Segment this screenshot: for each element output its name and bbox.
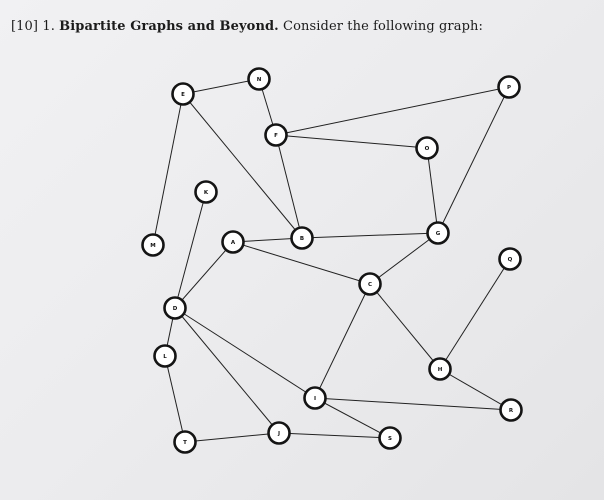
edge-i-s bbox=[314, 397, 391, 439]
edge-i-r bbox=[314, 397, 512, 411]
node-i: I bbox=[303, 386, 327, 410]
edge-c-i bbox=[314, 283, 371, 399]
node-k: K bbox=[194, 180, 218, 204]
edge-a-c bbox=[232, 241, 371, 285]
edge-e-b bbox=[182, 93, 303, 239]
edge-f-b bbox=[275, 134, 303, 239]
node-circle bbox=[497, 75, 521, 99]
edge-h-r bbox=[439, 368, 512, 411]
node-circle bbox=[415, 136, 439, 160]
edge-g-c bbox=[369, 232, 439, 285]
edge-f-o bbox=[275, 134, 428, 149]
node-circle bbox=[141, 233, 165, 257]
node-label: S bbox=[388, 436, 392, 442]
node-h: H bbox=[428, 357, 452, 381]
node-label: Q bbox=[508, 257, 513, 263]
node-circle bbox=[426, 221, 450, 245]
node-circle bbox=[378, 426, 402, 450]
node-circle bbox=[290, 226, 314, 250]
node-q: Q bbox=[498, 247, 522, 271]
edge-e-n bbox=[182, 78, 260, 95]
edge-d-j bbox=[174, 307, 280, 434]
node-circle bbox=[221, 230, 245, 254]
edge-l-t bbox=[164, 355, 186, 443]
node-f: F bbox=[264, 123, 288, 147]
edge-b-g bbox=[301, 232, 439, 239]
node-circle bbox=[163, 296, 187, 320]
edge-c-h bbox=[369, 283, 441, 370]
node-circle bbox=[498, 247, 522, 271]
graph-edges bbox=[152, 78, 512, 443]
problem-points: [10] bbox=[11, 19, 39, 34]
node-circle bbox=[247, 67, 271, 91]
node-g: G bbox=[426, 221, 450, 245]
node-label: L bbox=[163, 354, 167, 360]
node-label: H bbox=[438, 367, 443, 373]
node-label: R bbox=[509, 408, 514, 414]
node-c: C bbox=[358, 272, 382, 296]
problem-prompt: Consider the following graph: bbox=[283, 19, 483, 34]
problem-statement: [10] 1. Bipartite Graphs and Beyond. Con… bbox=[11, 19, 483, 34]
node-b: B bbox=[290, 226, 314, 250]
edge-e-m bbox=[152, 93, 184, 246]
node-label: I bbox=[314, 396, 316, 402]
edge-d-i bbox=[174, 307, 316, 399]
node-o: O bbox=[415, 136, 439, 160]
node-label: M bbox=[150, 243, 155, 249]
edge-t-j bbox=[184, 432, 280, 443]
edge-a-d bbox=[174, 241, 234, 309]
node-d: D bbox=[163, 296, 187, 320]
node-circle bbox=[171, 82, 195, 106]
problem-title: Bipartite Graphs and Beyond. bbox=[59, 19, 279, 34]
node-label: B bbox=[300, 236, 304, 242]
node-r: R bbox=[499, 398, 523, 422]
node-t: T bbox=[173, 430, 197, 454]
node-label: N bbox=[257, 77, 262, 83]
node-circle bbox=[358, 272, 382, 296]
node-circle bbox=[428, 357, 452, 381]
node-label: O bbox=[425, 146, 430, 152]
node-p: P bbox=[497, 75, 521, 99]
node-label: P bbox=[507, 85, 511, 91]
node-label: C bbox=[368, 282, 372, 288]
node-circle bbox=[499, 398, 523, 422]
node-label: E bbox=[181, 92, 185, 98]
node-s: S bbox=[378, 426, 402, 450]
edge-q-h bbox=[439, 258, 511, 370]
node-circle bbox=[194, 180, 218, 204]
node-e: E bbox=[171, 82, 195, 106]
node-label: J bbox=[277, 431, 280, 437]
node-label: G bbox=[436, 231, 441, 237]
problem-number: 1. bbox=[42, 19, 55, 34]
graph-nodes: N E P F O K M A B G Q C D L H I R J T S bbox=[141, 67, 523, 454]
node-l: L bbox=[153, 344, 177, 368]
node-circle bbox=[264, 123, 288, 147]
edge-o-g bbox=[426, 147, 439, 234]
node-n: N bbox=[247, 67, 271, 91]
node-m: M bbox=[141, 233, 165, 257]
node-circle bbox=[153, 344, 177, 368]
node-circle bbox=[303, 386, 327, 410]
node-label: T bbox=[183, 440, 187, 446]
node-a: A bbox=[221, 230, 245, 254]
edge-j-s bbox=[278, 432, 391, 439]
edge-p-g bbox=[437, 86, 510, 234]
edge-k-d bbox=[174, 191, 207, 309]
node-j: J bbox=[267, 421, 291, 445]
node-circle bbox=[173, 430, 197, 454]
node-label: A bbox=[231, 240, 236, 246]
node-label: D bbox=[173, 306, 178, 312]
edge-f-p bbox=[275, 86, 510, 136]
node-label: K bbox=[204, 190, 209, 196]
node-circle bbox=[267, 421, 291, 445]
node-label: F bbox=[274, 133, 278, 139]
